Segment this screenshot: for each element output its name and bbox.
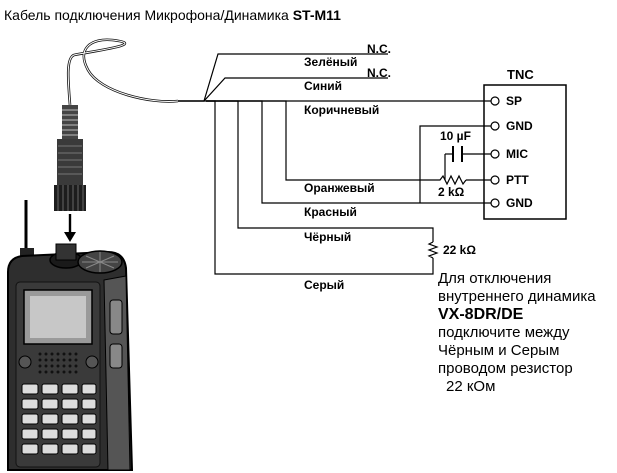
tnc-box: TNC SP GND MIC PTT GND bbox=[483, 67, 567, 220]
wire-label-blue: Синий bbox=[304, 79, 342, 93]
wire-label-gray: Серый bbox=[304, 278, 344, 292]
tnc-pin-mic: MIC bbox=[506, 147, 528, 161]
tnc-pin-sp: SP bbox=[506, 94, 522, 108]
tnc-pin-ptt: PTT bbox=[506, 173, 529, 187]
wire-gray bbox=[206, 100, 434, 275]
capacitor-label: 10 µF bbox=[440, 129, 471, 143]
note-line-6: 22 кОм bbox=[446, 378, 496, 395]
speaker-disable-note: Для отключения внутреннего динамика VX-8… bbox=[438, 270, 613, 396]
radio-illustration bbox=[7, 38, 179, 471]
note-line-4: Чёрным и Серым bbox=[438, 342, 560, 359]
capacitor-symbol bbox=[452, 146, 463, 162]
resistor-22k-label: 22 kΩ bbox=[443, 243, 476, 257]
nc-label-blue: N.C. bbox=[367, 66, 391, 80]
tnc-title: TNC bbox=[507, 67, 534, 82]
wire-black bbox=[206, 100, 434, 242]
note-line-2: внутреннего динамика bbox=[438, 288, 596, 305]
wire-label-green: Зелёный bbox=[304, 55, 357, 69]
mic-network bbox=[419, 125, 491, 203]
resistor-22k-symbol bbox=[427, 241, 439, 259]
note-model: VX-8DR/DE bbox=[438, 306, 524, 323]
nc-label-green: N.C. bbox=[367, 42, 391, 56]
resistor-2k-symbol bbox=[418, 174, 467, 186]
resistor-2k-label: 2 kΩ bbox=[438, 185, 465, 199]
note-line-3: подключите между bbox=[438, 324, 570, 341]
wire-label-brown: Коричневый bbox=[304, 103, 379, 117]
note-line-1: Для отключения bbox=[438, 270, 552, 287]
diagram-title: Кабель подключения Микрофона/Динамика ST… bbox=[4, 7, 341, 23]
wire-bundle bbox=[178, 53, 491, 275]
note-line-5: проводом резистор bbox=[438, 360, 573, 377]
wire-label-orange: Оранжевый bbox=[304, 181, 375, 195]
tnc-pin-gnd-1: GND bbox=[506, 119, 533, 133]
tnc-pin-gnd-2: GND bbox=[506, 196, 533, 210]
wire-label-black: Чёрный bbox=[304, 230, 351, 244]
wire-label-red: Красный bbox=[304, 205, 357, 219]
